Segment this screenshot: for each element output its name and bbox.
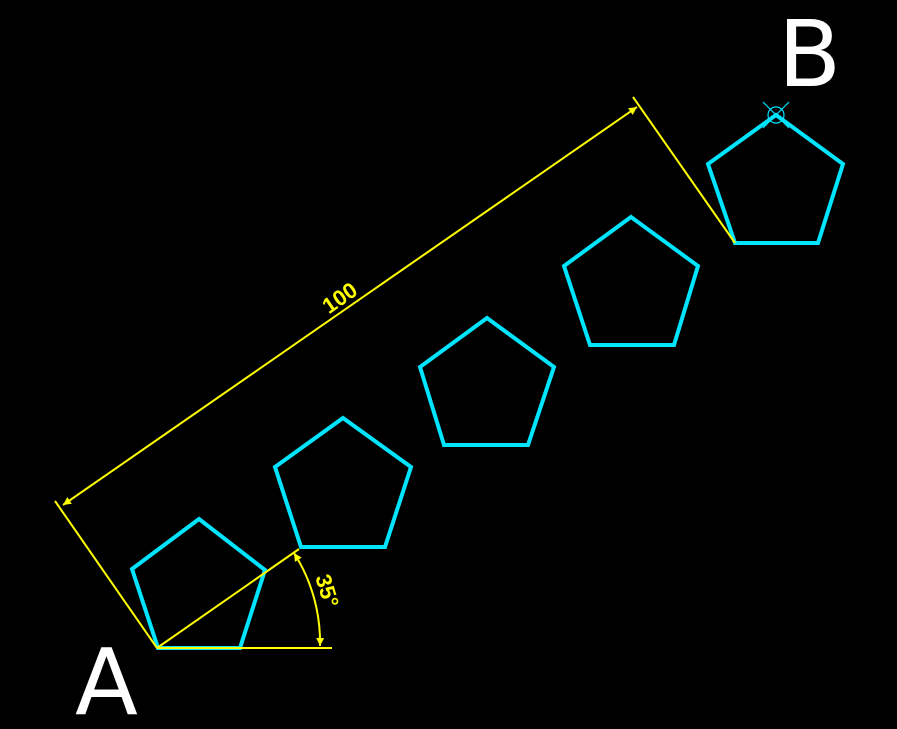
extension-line-a [54,500,158,649]
point-label-b: B [778,1,841,108]
pentagon-2[interactable] [272,415,414,549]
pentagon-3[interactable] [417,315,557,447]
distance-dimension: 100 [54,96,736,649]
point-label-a: A [75,629,138,729]
angle-arc [293,552,325,647]
pentagon-1[interactable] [129,516,268,650]
pentagon-5[interactable] [705,112,846,245]
circle-x-snap-icon [762,101,790,129]
pentagon-4[interactable] [561,214,701,347]
distance-label: 100 [318,277,362,318]
dimension-line [62,106,638,506]
extension-line-b [632,96,736,244]
angle-dimension: 35° [156,548,344,649]
angle-ray [156,548,300,649]
